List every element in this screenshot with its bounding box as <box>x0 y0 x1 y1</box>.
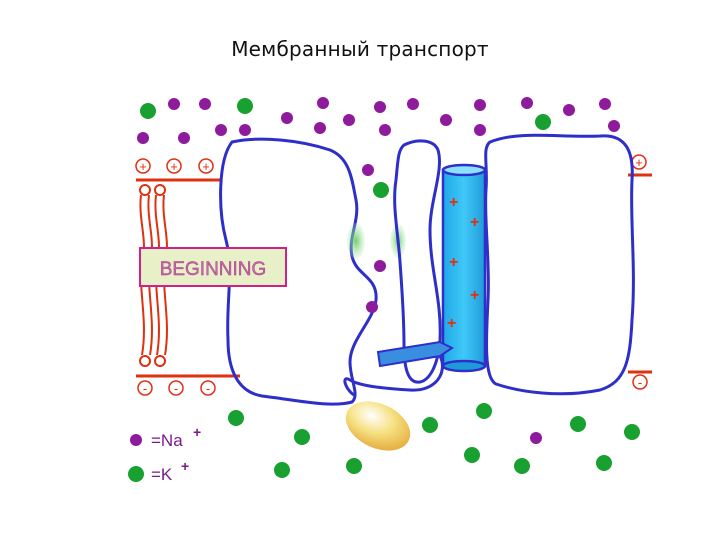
page-title: Мембранный транспорт <box>231 37 489 61</box>
potassium-ion <box>294 429 310 445</box>
gate-ball <box>345 401 411 451</box>
potassium-ion <box>476 403 492 419</box>
channel-subunit <box>393 139 442 384</box>
sodium-ion <box>563 104 575 116</box>
sodium-ion <box>281 112 293 124</box>
sodium-ion <box>599 98 611 110</box>
channel-plug-arrow <box>376 340 454 368</box>
sodium-ion <box>374 101 386 113</box>
potassium-ion <box>464 447 480 463</box>
charge-minus-4: - <box>632 374 648 390</box>
svg-text:+: + <box>170 159 178 174</box>
sodium-ion <box>521 97 533 109</box>
sodium-ion <box>137 132 149 144</box>
state-label-box: BEGINNING <box>139 247 287 287</box>
svg-text:+: + <box>635 155 643 170</box>
charge-plus-2: + <box>166 158 182 174</box>
sodium-ions <box>137 97 620 444</box>
channel-plus-5: + <box>447 315 456 332</box>
sodium-ion <box>407 98 419 110</box>
channel-plus-1: + <box>449 194 458 211</box>
sodium-ion <box>374 260 386 272</box>
legend: =Na + =K + <box>128 424 201 484</box>
sodium-legend-icon <box>130 434 142 446</box>
sodium-ion <box>239 124 251 136</box>
potassium-ion <box>228 410 244 426</box>
channel-charges: + + + + + <box>447 194 479 332</box>
sodium-ion <box>474 99 486 111</box>
sodium-legend-sup: + <box>193 424 201 440</box>
charge-plus-3: + <box>198 158 214 174</box>
legend-sodium: =Na + <box>130 424 201 450</box>
potassium-ions <box>140 98 640 478</box>
charge-plus-4: + <box>631 154 647 170</box>
channel-plus-3: + <box>449 254 458 271</box>
svg-text:+: + <box>202 159 210 174</box>
inner-charges: - - - - <box>137 374 648 396</box>
potassium-ion <box>535 114 551 130</box>
sodium-legend-label: =Na <box>151 431 183 450</box>
right-protein <box>484 133 635 396</box>
potassium-legend-label: =K <box>151 465 173 484</box>
svg-text:-: - <box>174 381 178 396</box>
charge-minus-3: - <box>200 380 216 396</box>
sodium-ion <box>530 432 542 444</box>
potassium-legend-icon <box>128 466 144 482</box>
svg-text:+: + <box>139 159 147 174</box>
potassium-ion <box>140 103 156 119</box>
potassium-ion <box>570 416 586 432</box>
potassium-ion <box>514 458 530 474</box>
sodium-ion <box>317 97 329 109</box>
svg-text:-: - <box>206 381 210 396</box>
outer-charges: + + + + <box>135 154 647 174</box>
sodium-ion <box>343 114 355 126</box>
potassium-legend-sup: + <box>181 458 189 474</box>
legend-potassium: =K + <box>128 458 189 484</box>
channel-plus-4: + <box>470 287 479 304</box>
sodium-ion <box>178 132 190 144</box>
ion-channel-cylinder <box>441 163 487 373</box>
sodium-ion <box>608 120 620 132</box>
gate-tether <box>343 355 444 398</box>
sodium-ion <box>314 122 326 134</box>
potassium-ion <box>422 417 438 433</box>
sodium-ion <box>199 98 211 110</box>
potassium-ion <box>346 458 362 474</box>
sodium-ion <box>215 124 227 136</box>
sodium-ion <box>362 164 374 176</box>
channel-plus-2: + <box>470 214 479 231</box>
state-label: BEGINNING <box>160 259 267 280</box>
potassium-ion <box>237 98 253 114</box>
sodium-ion <box>379 124 391 136</box>
pump-binding-site-left <box>347 223 365 259</box>
potassium-ion <box>373 182 389 198</box>
svg-text:-: - <box>143 381 147 396</box>
sodium-ion <box>440 114 452 126</box>
sodium-ion <box>366 301 378 313</box>
potassium-ion <box>624 424 640 440</box>
svg-text:-: - <box>638 375 642 390</box>
potassium-ion <box>274 462 290 478</box>
sodium-ion <box>168 98 180 110</box>
charge-minus-1: - <box>137 380 153 396</box>
potassium-ion <box>596 455 612 471</box>
sodium-ion <box>474 124 486 136</box>
charge-minus-2: - <box>168 380 184 396</box>
charge-plus-1: + <box>135 158 151 174</box>
